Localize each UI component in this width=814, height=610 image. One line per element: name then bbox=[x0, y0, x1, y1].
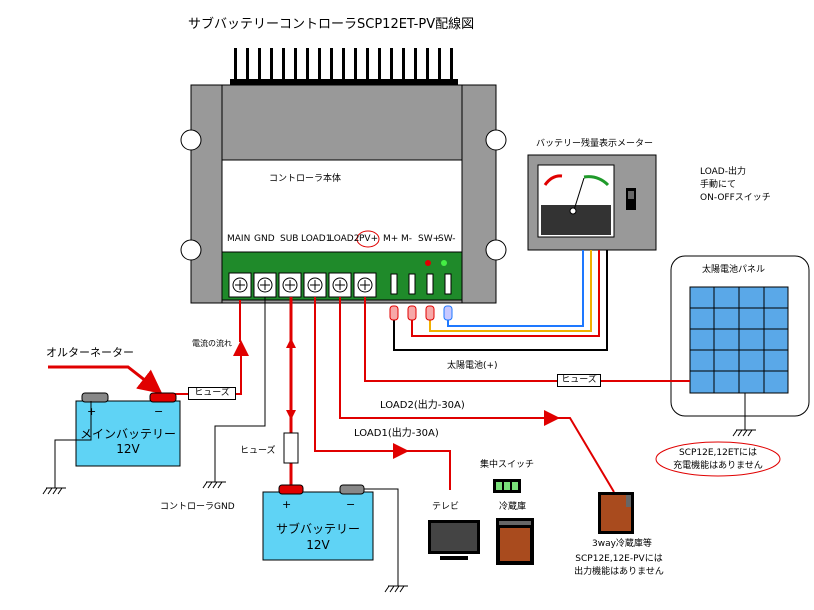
meter-switch-label-3: ON-OFFスイッチ bbox=[700, 193, 771, 203]
three-way-fridge-label: 3way冷蔵庫等 bbox=[592, 539, 652, 549]
terminal-sw-plus: SW+ bbox=[418, 234, 441, 244]
sub-battery-label-2: 12V bbox=[306, 538, 330, 552]
gnd-symbol bbox=[202, 481, 226, 489]
main-battery-plus: + bbox=[87, 405, 97, 418]
main-battery-minus: − bbox=[154, 405, 164, 418]
output-note-line-1: SCP12E,12E-PVには bbox=[575, 554, 663, 564]
terminal-m-plus: M+ bbox=[383, 234, 399, 244]
main-fuse: ヒューズ bbox=[188, 387, 236, 400]
solar-note-line-2: 充電機能はありません bbox=[673, 461, 763, 471]
central-switch-icon bbox=[493, 479, 521, 493]
sub-fuse-label: ヒューズ bbox=[240, 446, 276, 456]
alternator-label: オルターネーター bbox=[46, 346, 134, 359]
sub-battery-label-1: サブバッテリー bbox=[275, 522, 360, 536]
sub-fuse bbox=[283, 432, 299, 464]
central-switch-label: 集中スイッチ bbox=[480, 460, 535, 470]
solar-fuse: ヒューズ bbox=[557, 374, 601, 387]
sub-battery-plus: + bbox=[282, 498, 292, 511]
meter-switch-label-1: LOAD-出力 bbox=[700, 167, 746, 177]
terminal-gnd: GND bbox=[254, 234, 275, 244]
tv-icon bbox=[428, 520, 480, 560]
terminal-main: MAIN bbox=[227, 234, 251, 244]
terminal-load1: LOAD1 bbox=[301, 234, 332, 244]
current-flow-label: 電流の流れ bbox=[192, 339, 232, 348]
output-note: SCP12E,12E-PVには 出力機能はありません bbox=[564, 553, 674, 579]
solar-note-line-1: SCP12E,12ETには bbox=[678, 448, 758, 458]
meter-switch-label-2: 手動にて bbox=[700, 180, 737, 190]
main-battery-label-1: メインバッテリー bbox=[79, 427, 176, 441]
fridge-icon bbox=[496, 518, 534, 565]
solar-panel-label: 太陽電池パネル bbox=[702, 265, 766, 275]
load2-wire bbox=[339, 297, 615, 493]
main-battery-label-2: 12V bbox=[116, 442, 140, 456]
solar-panel bbox=[670, 255, 810, 437]
fridge-label: 冷蔵庫 bbox=[499, 502, 527, 512]
gnd-wire bbox=[214, 297, 266, 482]
terminal-sw-minus: SW- bbox=[438, 234, 456, 244]
terminal-pv: PV+ bbox=[359, 234, 379, 244]
output-note-line-2: 出力機能はありません bbox=[574, 567, 664, 577]
solar-wire-label: 太陽電池(+) bbox=[447, 361, 498, 371]
main-battery bbox=[42, 392, 181, 495]
sub-battery bbox=[262, 484, 408, 593]
alternator-wire bbox=[48, 365, 163, 394]
screw-terminals bbox=[228, 272, 452, 298]
solar-note-ellipse bbox=[655, 441, 781, 477]
meter-label: バッテリー残量表示メーター bbox=[536, 139, 654, 149]
controller-body bbox=[180, 84, 507, 304]
load1-wire bbox=[314, 297, 451, 490]
solar-note: SCP12E,12ETには 充電機能はありません bbox=[658, 447, 778, 473]
load2-label: LOAD2(出力-30A) bbox=[380, 400, 465, 411]
meter-box bbox=[527, 154, 657, 251]
heatsink bbox=[230, 48, 458, 85]
controller-label: コントローラ本体 bbox=[269, 174, 342, 184]
meter-connectors bbox=[389, 305, 453, 321]
terminal-load2: LOAD2 bbox=[329, 234, 360, 244]
controller-gnd-label: コントローラGND bbox=[160, 502, 235, 512]
terminal-sub: SUB bbox=[280, 234, 299, 244]
three-way-fridge-icon bbox=[598, 492, 634, 534]
page-title: サブバッテリーコントローラSCP12ET-PV配線図 bbox=[188, 17, 475, 32]
tv-label: テレビ bbox=[432, 502, 460, 512]
meter-wires bbox=[393, 250, 608, 351]
terminal-m-minus: M- bbox=[401, 234, 413, 244]
load1-label: LOAD1(出力-30A) bbox=[354, 428, 439, 439]
sub-battery-minus: − bbox=[346, 498, 356, 511]
